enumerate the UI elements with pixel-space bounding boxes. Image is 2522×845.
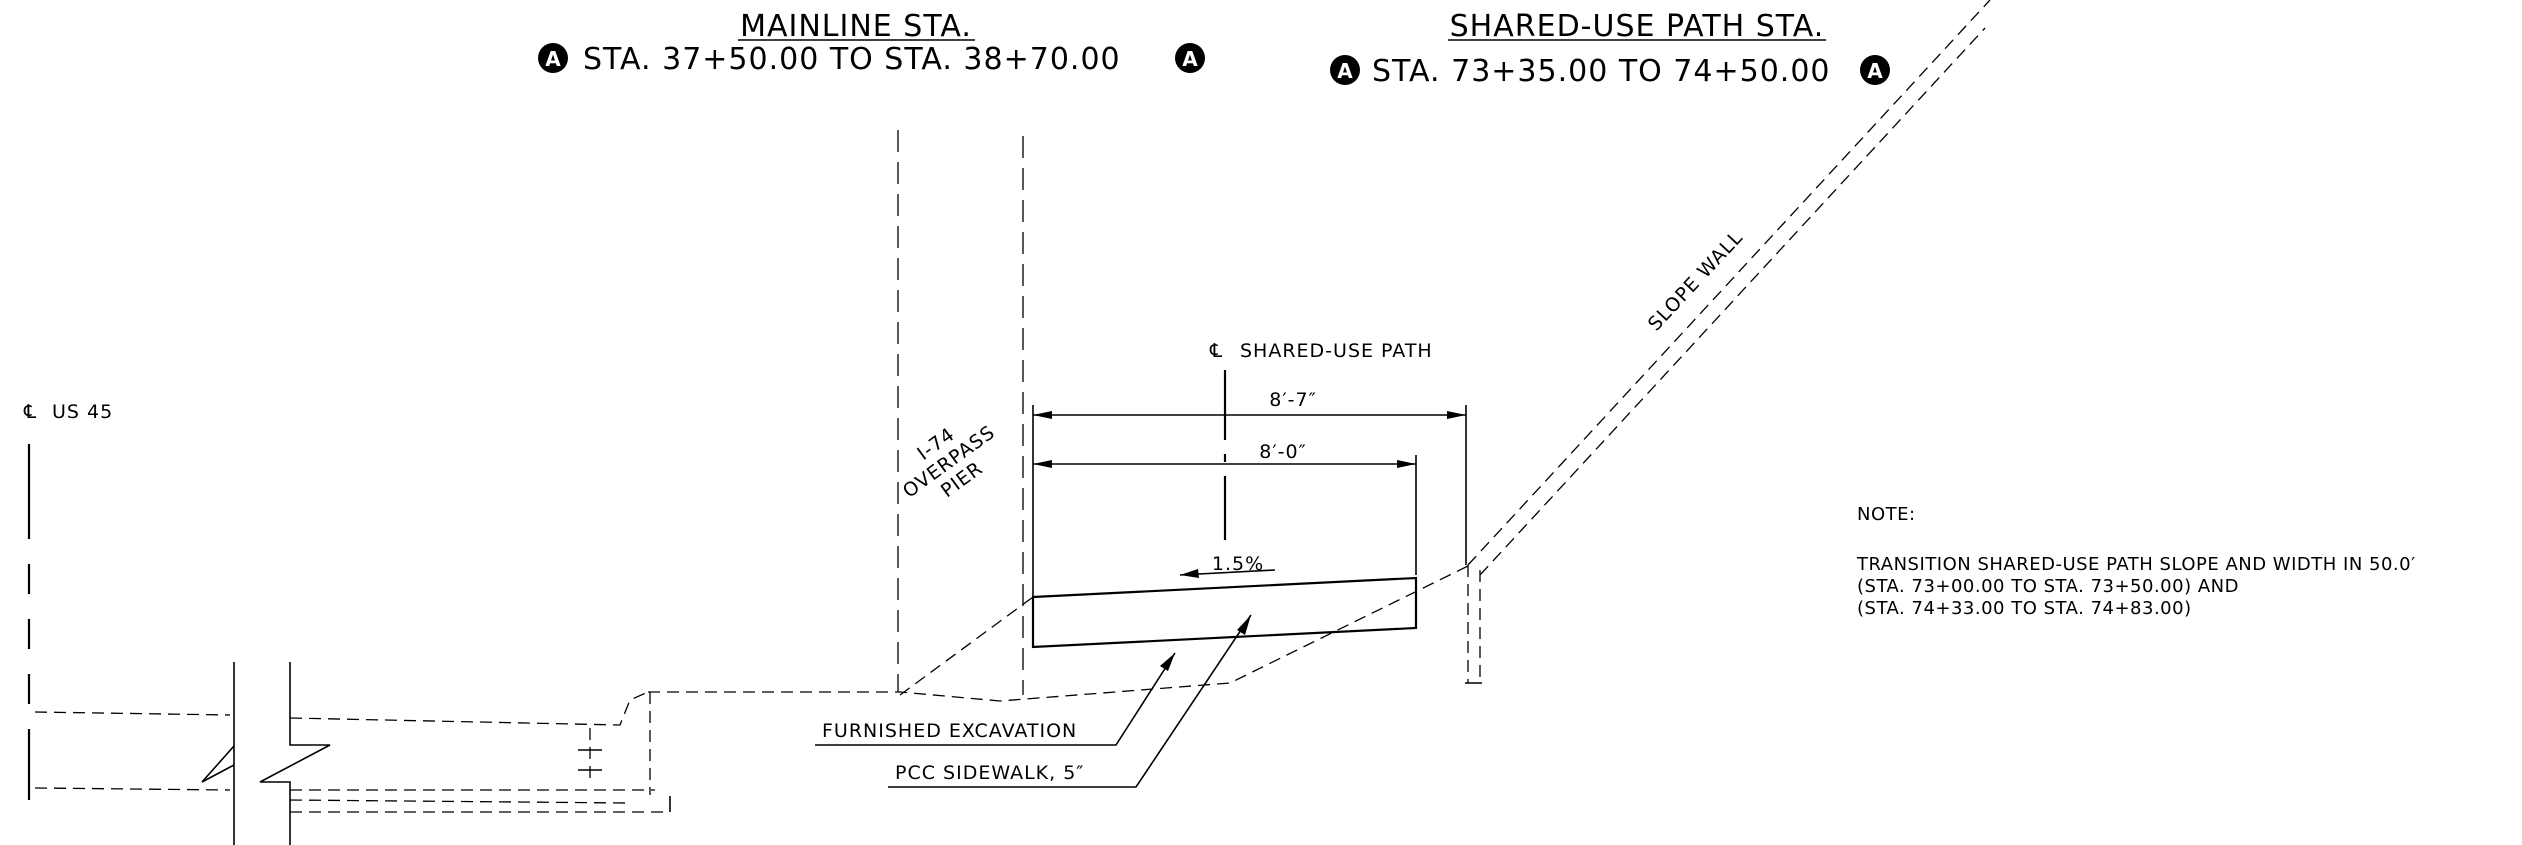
furnished-excavation-arrow bbox=[1160, 653, 1175, 671]
i74-pier-group: I-74 OVERPASS PIER bbox=[897, 130, 1024, 695]
roadway-upper-line-right bbox=[289, 691, 649, 726]
break-line-left bbox=[201, 662, 235, 845]
note-line-2: (STA. 73+00.00 TO STA. 73+50.00) AND bbox=[1857, 576, 2239, 597]
roadway-upper-line-left bbox=[34, 711, 231, 716]
mainline-heading: MAINLINE STA. bbox=[740, 9, 972, 44]
pcc-sidewalk-slab bbox=[1031, 576, 1418, 649]
pcc-sidewalk-arrow bbox=[1237, 615, 1251, 635]
dim-outer-arrow-right bbox=[1447, 411, 1466, 419]
existing-roadway-lines bbox=[34, 564, 1471, 813]
path-marker-right-icon bbox=[1860, 55, 1890, 85]
pcc-sidewalk-leader bbox=[888, 614, 1252, 788]
ground-line bbox=[648, 564, 1471, 702]
excavation-slope-line bbox=[899, 596, 1034, 696]
dim-outer-arrow-left bbox=[1033, 411, 1052, 419]
path-station-range: STA. 73+35.00 TO 74+50.00 bbox=[1372, 54, 1831, 89]
note-heading: NOTE: bbox=[1857, 504, 1916, 525]
dim-inner-label: 8′-0″ bbox=[1259, 441, 1306, 463]
furnished-excavation-leader bbox=[815, 652, 1176, 746]
mainline-marker-right-icon bbox=[1175, 43, 1205, 73]
path-marker-right: A bbox=[1867, 59, 1883, 83]
pcc-sidewalk-label: PCC SIDEWALK, 5″ bbox=[895, 762, 1084, 784]
dim-outer-label: 8′-7″ bbox=[1269, 389, 1316, 411]
slope-label: 1.5% bbox=[1212, 553, 1264, 575]
break-line-right bbox=[259, 662, 331, 845]
slope-wall-line-upper bbox=[1479, 27, 1986, 576]
break-symbol bbox=[201, 662, 331, 845]
us45-centerline-group: ℄ US 45 bbox=[23, 401, 113, 800]
roadway-subgrade-line bbox=[289, 799, 631, 804]
centerline-symbol-us45: ℄ bbox=[23, 401, 37, 423]
mainline-station-block: MAINLINE STA. A STA. 37+50.00 TO STA. 38… bbox=[538, 9, 1205, 77]
roadway-lower-line-left bbox=[34, 787, 231, 791]
path-station-block: SHARED-USE PATH STA. A STA. 73+35.00 TO … bbox=[1330, 9, 1890, 89]
note-line-1: TRANSITION SHARED-USE PATH SLOPE AND WID… bbox=[1856, 554, 2416, 575]
slope-wall-line-lower bbox=[1467, 0, 1991, 566]
path-marker-left: A bbox=[1337, 59, 1353, 83]
mainline-marker-left: A bbox=[545, 47, 561, 71]
dim-inner-arrow-left bbox=[1033, 460, 1052, 468]
mainline-range: STA. 37+50.00 TO STA. 38+70.00 bbox=[583, 42, 1121, 77]
mainline-marker-left-icon bbox=[538, 43, 568, 73]
path-marker-left-icon bbox=[1330, 55, 1360, 85]
us45-label: US 45 bbox=[52, 401, 113, 423]
note-line-3: (STA. 74+33.00 TO STA. 74+83.00) bbox=[1857, 598, 2192, 619]
shared-use-path-label: SHARED-USE PATH bbox=[1240, 340, 1433, 362]
furnished-excavation-label: FURNISHED EXCAVATION bbox=[822, 720, 1077, 742]
shared-use-path-group: ℄ SHARED-USE PATH 8′-7″ 8′-0″ 1.5% bbox=[899, 340, 1482, 696]
centerline-symbol-path: ℄ bbox=[1209, 340, 1223, 362]
slope-arrow-head bbox=[1180, 569, 1199, 578]
path-station-heading: SHARED-USE PATH STA. bbox=[1450, 9, 1825, 44]
mainline-marker-right: A bbox=[1182, 47, 1198, 71]
slope-wall-label: SLOPE WALL bbox=[1644, 226, 1748, 335]
note-block: NOTE: TRANSITION SHARED-USE PATH SLOPE A… bbox=[1856, 504, 2416, 619]
leaders-group: FURNISHED EXCAVATION PCC SIDEWALK, 5″ bbox=[815, 614, 1252, 788]
dim-inner-arrow-right bbox=[1397, 460, 1416, 468]
